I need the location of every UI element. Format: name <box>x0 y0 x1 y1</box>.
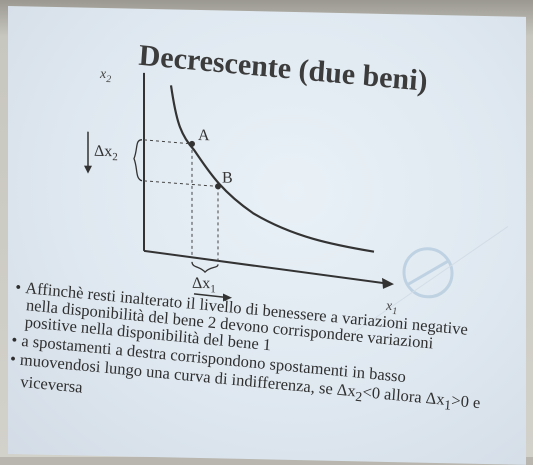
delta-x-label: Δx1 <box>192 275 216 295</box>
indifference-curve <box>169 85 375 253</box>
point-a-marker <box>189 140 195 147</box>
delta-y-arrowhead <box>84 165 92 174</box>
guide-b-horizontal <box>143 180 219 187</box>
guide-a-horizontal <box>143 139 193 145</box>
delta-x-brace <box>191 261 219 274</box>
y-axis-label: x2 <box>99 67 111 85</box>
delta-y-label: Δx2 <box>94 143 118 163</box>
point-b-marker <box>215 183 221 190</box>
presentation-slide: Decrescente (due beni) A B x2 x1 Δx2 <box>8 6 526 465</box>
delta-x-arrow <box>193 293 229 299</box>
watermark-logo-icon <box>352 226 509 334</box>
x-axis <box>143 249 391 285</box>
point-b-label: B <box>222 169 233 186</box>
x-axis-arrow <box>382 277 394 289</box>
point-a-label: A <box>198 127 210 144</box>
x-axis-label: x1 <box>385 299 397 317</box>
delta-x-arrowhead <box>223 293 232 302</box>
indifference-curve-graph: A B x2 x1 Δx2 Δx1 <box>84 67 509 334</box>
delta-y-brace <box>133 139 143 182</box>
